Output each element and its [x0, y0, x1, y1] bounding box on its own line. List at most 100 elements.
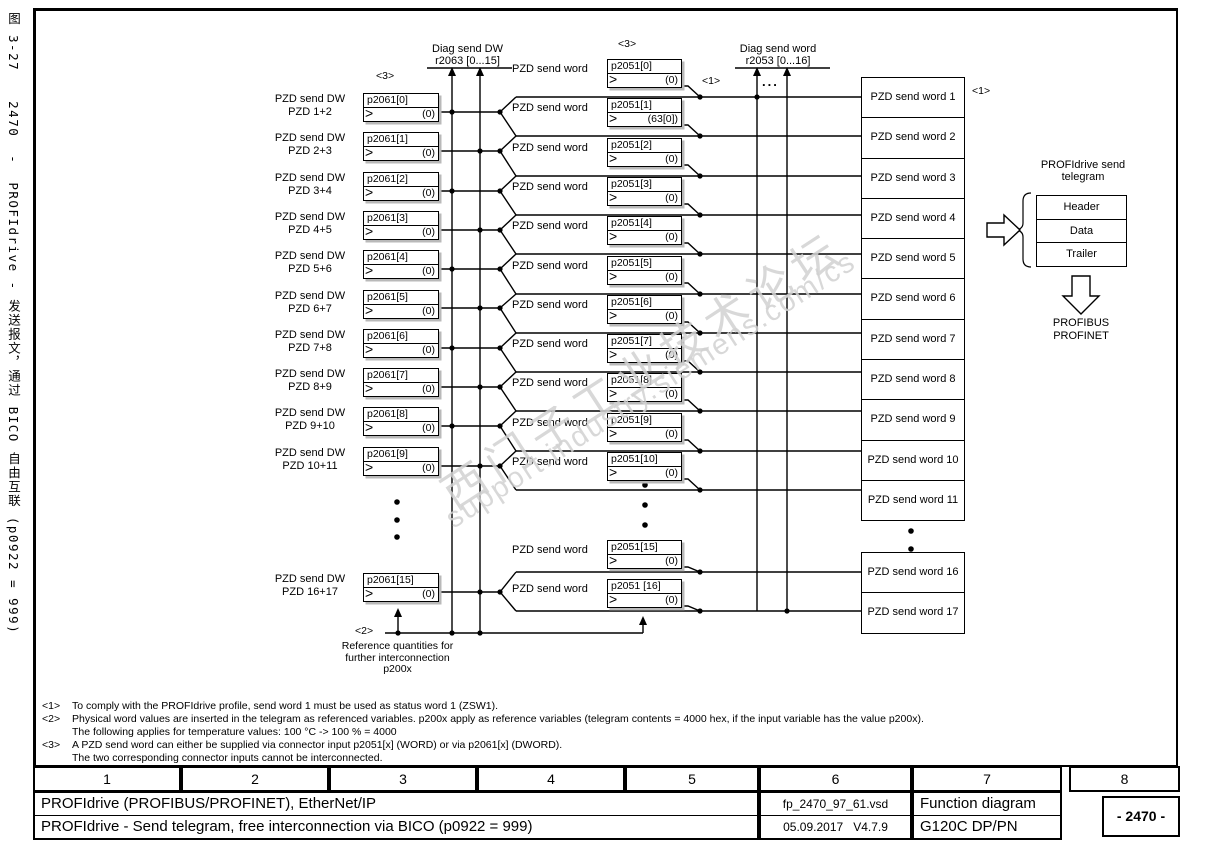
connector-input-p2051-8: p2051[8]>(0) — [607, 373, 682, 402]
connector-input-icon: > — [609, 307, 618, 323]
connector-input-p2051-15: p2051[15]>(0) — [607, 540, 682, 569]
dw-pzd-label: PZD 1+2 — [288, 106, 332, 118]
connector-input-p2061-15: p2061[15]>(0) — [363, 573, 439, 602]
junction-dots — [395, 94, 790, 636]
pzd-send-word-cell: PZD send word 10 — [862, 439, 964, 480]
arrow-right-icon — [986, 213, 1022, 247]
connector-input-icon: > — [609, 385, 618, 401]
telegram-flow-arrows — [986, 213, 1101, 315]
connector-input-icon: > — [365, 459, 374, 475]
connector-input-icon: > — [365, 105, 374, 121]
pzd-send-word-cell: PZD send word 4 — [862, 197, 964, 238]
connector-input-p2061-9: p2061[9]>(0) — [363, 447, 439, 476]
connector-input-icon: > — [365, 302, 374, 318]
footer-title-line2: PROFIdrive - Send telegram, free interco… — [41, 818, 533, 835]
telegram-data-cell: Data — [1037, 218, 1126, 243]
word-row-label: PZD send word — [512, 338, 588, 350]
telegram-title: PROFIdrive send telegram — [1040, 159, 1126, 183]
connector-input-icon: > — [365, 585, 374, 601]
word-row-label: PZD send word — [512, 181, 588, 193]
footer-col-7: 7 — [912, 766, 1062, 792]
footnote-marker: <1> — [42, 700, 61, 712]
connector-default-value: (0) — [422, 108, 435, 120]
dw-output-lines — [437, 111, 500, 593]
connector-input-icon: > — [609, 228, 618, 244]
footnote-text: The two corresponding connector inputs c… — [72, 752, 383, 764]
footnote-text: To comply with the PROFIdrive profile, s… — [72, 700, 498, 712]
footer-filename: fp_2470_97_61.vsd — [761, 793, 910, 816]
connector-input-p2051-4: p2051[4]>(0) — [607, 216, 682, 245]
connector-input-p2061-5: p2061[5]>(0) — [363, 290, 439, 319]
connector-input-icon: > — [365, 341, 374, 357]
arrowheads — [394, 67, 791, 625]
pzd-send-word-cell: PZD send word 7 — [862, 318, 964, 359]
fieldbus-label: PROFIBUS PROFINET — [1052, 317, 1110, 342]
pzd-send-word-cell: PZD send word 5 — [862, 238, 964, 278]
diag-send-word-label: Diag send word r2053 [0...16] — [722, 43, 834, 67]
footer-doc-cell: Function diagram G120C DP/PN — [912, 791, 1062, 840]
connector-input-p2051-6: p2051[6]>(0) — [607, 295, 682, 324]
connector-input-p2051-16: p2051 [16]>(0) — [607, 579, 682, 608]
footnote-marker: <3> — [42, 739, 61, 751]
connector-input-p2051-3: p2051[3]>(0) — [607, 177, 682, 206]
connector-input-p2061-2: p2061[2]>(0) — [363, 172, 439, 201]
diag-bus-ellipsis: ... — [762, 74, 779, 89]
footer-title-cell: PROFIdrive (PROFIBUS/PROFINET), EtherNet… — [33, 791, 759, 840]
connector-input-p2051-9: p2051[9]>(0) — [607, 413, 682, 442]
footnote-text: A PZD send word can either be supplied v… — [72, 739, 563, 751]
footer-title-line1: PROFIdrive (PROFIBUS/PROFINET), EtherNet… — [35, 793, 757, 816]
connector-input-icon: > — [609, 425, 618, 441]
telegram-structure: Header Data Trailer — [1036, 195, 1127, 267]
connector-input-icon: > — [609, 268, 618, 284]
footer-date-version: 05.09.2017 V4.7.9 — [761, 816, 910, 838]
footer-page-number: - 2470 - — [1102, 796, 1180, 837]
pzd-send-word-cell: PZD send word 16 — [867, 566, 959, 578]
marker-1-mid: <1> — [702, 75, 721, 87]
connector-input-p2051-7: p2051[7]>(0) — [607, 334, 682, 363]
connector-input-icon: > — [365, 144, 374, 160]
connector-input-p2061-8: p2061[8]>(0) — [363, 407, 439, 436]
marker-3-left: <3> — [376, 70, 395, 82]
diag-bus-verticals — [451, 74, 788, 633]
pzd-send-word-cell: PZD send word 6 — [862, 278, 964, 318]
pzd-send-word-cell: PZD send word 3 — [862, 157, 964, 198]
footer-col-6: 6 — [759, 766, 912, 792]
pzd-send-word-cell: PZD send word 2 — [862, 117, 964, 157]
connector-input-p2061-1: p2061[1]>(0) — [363, 132, 439, 161]
word-row-label: PZD send word — [512, 377, 588, 389]
telegram-header-cell: Header — [1063, 201, 1100, 213]
row-lines — [516, 96, 861, 612]
word-row-label: PZD send word — [512, 583, 588, 595]
pzd-send-word-stack: PZD send word 1 PZD send word 2 PZD send… — [861, 77, 965, 522]
connector-input-icon: > — [609, 591, 618, 607]
reference-quantities-note: Reference quantities for further interco… — [341, 640, 454, 675]
connector-input-p2051-0: p2051[0]>(0) — [607, 59, 682, 88]
connector-input-icon: > — [609, 71, 618, 87]
footer-col-8: 8 — [1069, 766, 1180, 792]
pzd-send-word-cell: PZD send word 8 — [862, 359, 964, 399]
connector-input-p2061-3: p2061[3]>(0) — [363, 211, 439, 240]
connector-input-icon: > — [365, 223, 374, 239]
connector-input-icon: > — [609, 150, 618, 166]
connector-input-icon: > — [609, 189, 618, 205]
footnote-text: The following applies for temperature va… — [72, 726, 397, 738]
connector-input-icon: > — [609, 110, 618, 126]
pzd-send-word-stack-tail: PZD send word 16 PZD send word 17 — [861, 552, 965, 634]
connector-input-icon: > — [365, 380, 374, 396]
figure-number: 图 3-27 — [6, 12, 21, 72]
connector-input-p2051-1: p2051[1]>(63[0]) — [607, 98, 682, 127]
connector-input-p2051-10: p2051[10]>(0) — [607, 452, 682, 481]
connector-input-icon: > — [365, 262, 374, 278]
pzd-send-word-cell: PZD send word 17 — [862, 592, 964, 632]
